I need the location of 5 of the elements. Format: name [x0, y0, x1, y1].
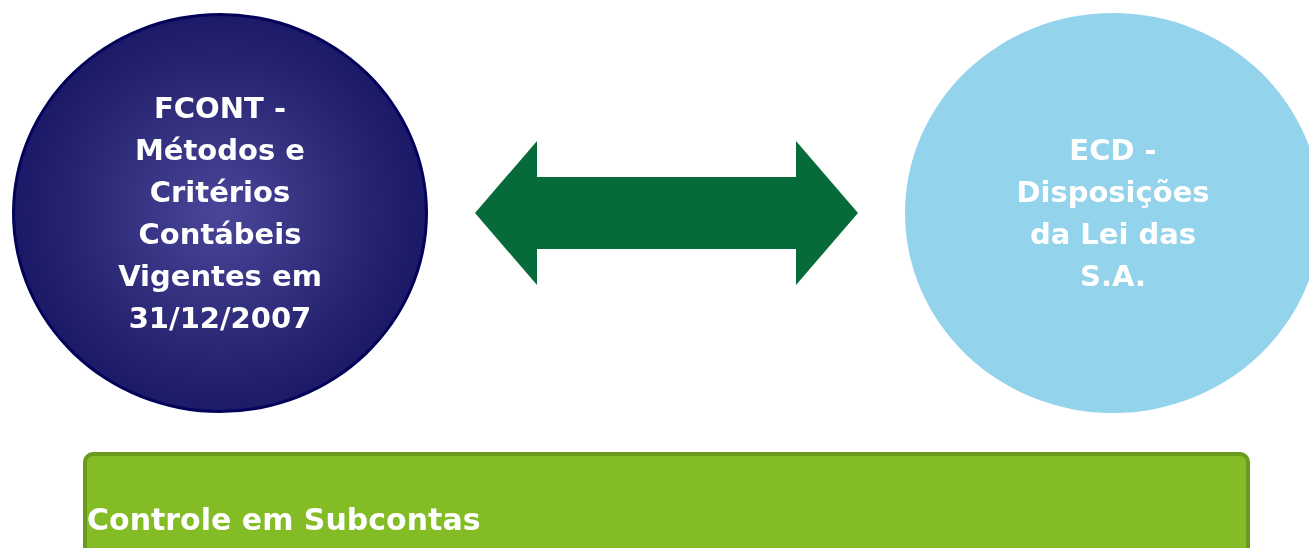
- node-label: FCONT - Métodos e Critérios Contábeis Vigentes em 31/12/2007: [117, 89, 323, 338]
- double-arrow: [475, 141, 858, 285]
- node-label: ECD - Disposições da Lei das S.A.: [1015, 131, 1211, 296]
- process-bar: [83, 452, 1250, 548]
- node-label: Controle em Subcontas: [87, 501, 481, 540]
